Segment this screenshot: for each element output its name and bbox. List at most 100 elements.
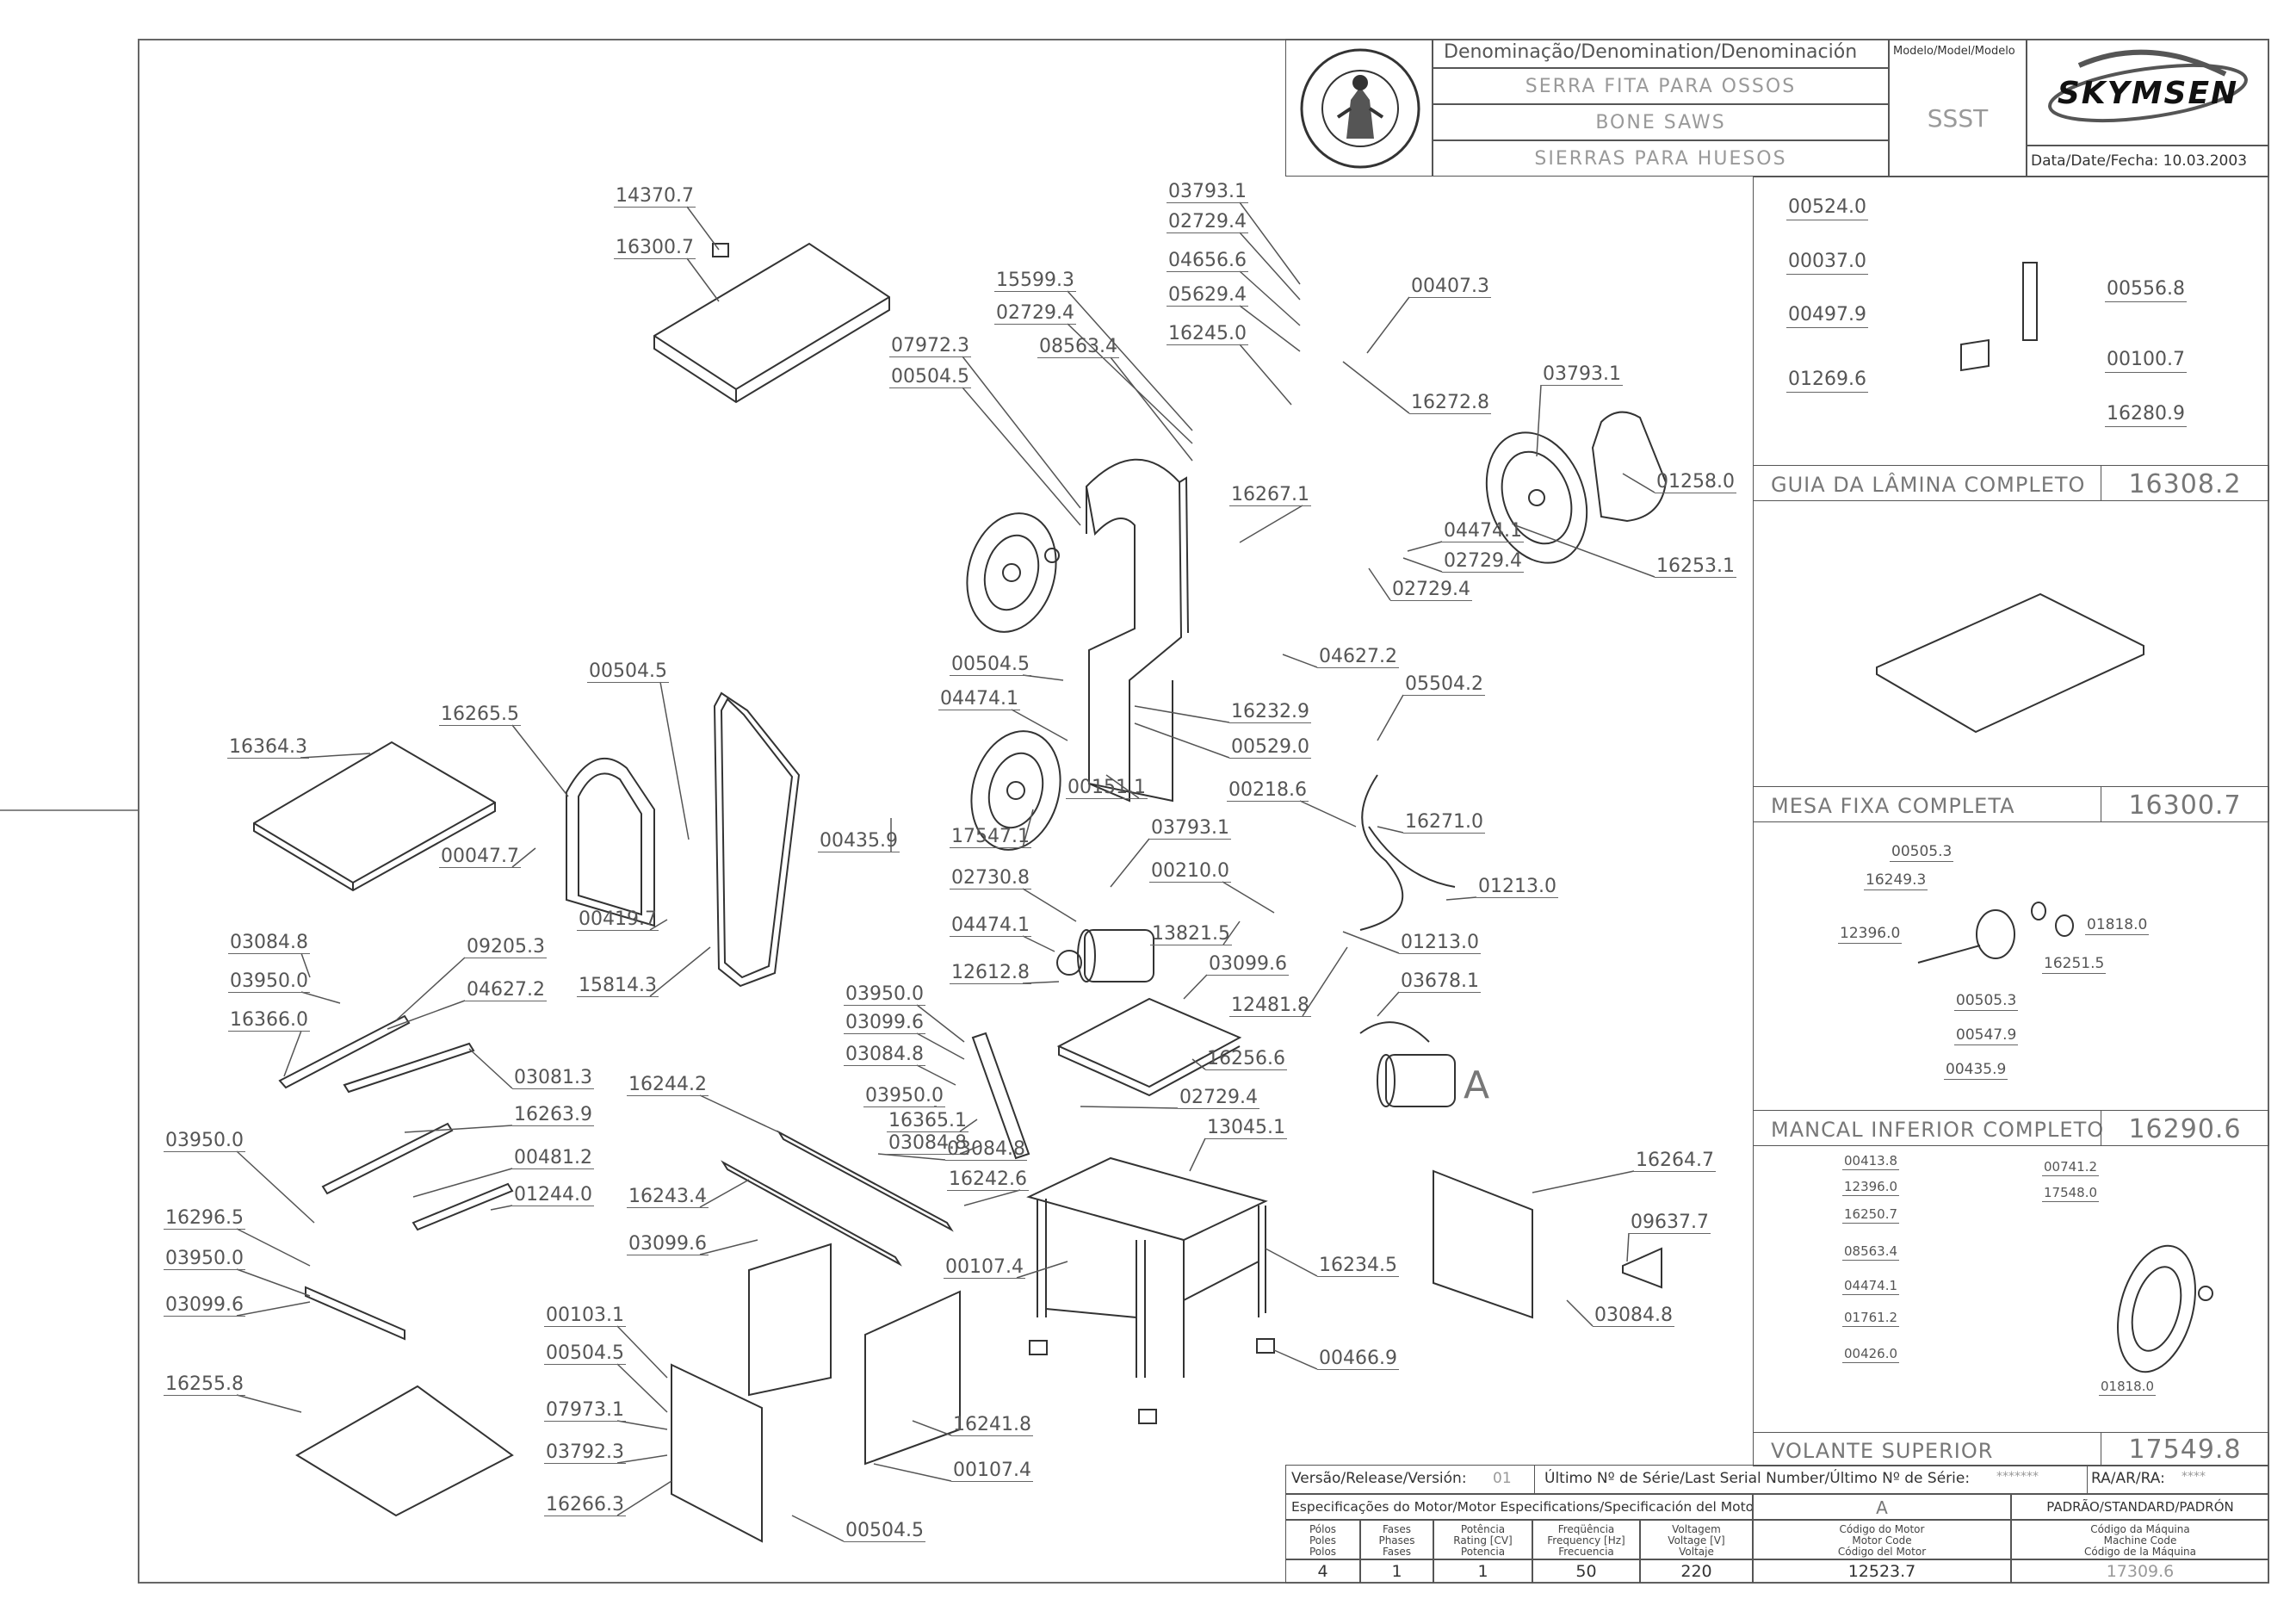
part-callout: 00103.1 (544, 1305, 626, 1327)
guide-code-cell: 16308.2 (2101, 465, 2269, 501)
name-pt-cell: SERRA FITA PARA OSSOS (1433, 68, 1889, 104)
name-es-cell: SIERRAS PARA HUESOS (1433, 140, 1889, 177)
spec-header-line: Potência (1460, 1523, 1506, 1535)
callout-leader-line (1222, 882, 1274, 913)
bearing-part-callout: 00547.9 (1954, 1026, 2019, 1045)
part-callout: 16242.6 (947, 1168, 1029, 1191)
callout-leader-line (1300, 801, 1356, 827)
callout-leader-line (1023, 982, 1059, 983)
table-caption-row: MESA FIXA COMPLETA (1753, 786, 2269, 822)
feet-parts (1030, 1339, 1274, 1423)
part-callout: 00529.0 (1229, 736, 1311, 759)
part-callout: 16244.2 (627, 1074, 709, 1096)
back-panel-part (865, 1292, 960, 1464)
spec-header-line: Potencia (1460, 1546, 1506, 1558)
date-label: Data/Date/Fecha: (2031, 152, 2159, 170)
callout-leader-line (284, 1031, 301, 1076)
part-callout: 13821.5 (1150, 923, 1232, 945)
spec-value-cell: 1 (1433, 1559, 1532, 1584)
denomination-header: Denominação/Denomination/Denominación (1444, 41, 1858, 63)
bearing-part-callout: 00505.3 (1890, 843, 1954, 862)
callout-leader-line (700, 1180, 749, 1207)
table-code-cell: 16300.7 (2101, 786, 2269, 822)
door-part (566, 759, 654, 926)
callout-leader-line (874, 1464, 951, 1481)
part-callout: 16243.4 (627, 1186, 709, 1208)
callout-leader-line (617, 1421, 667, 1429)
spec-header-line: Código de la Máquina (2084, 1546, 2196, 1558)
part-callout: 04474.1 (938, 688, 1020, 710)
callout-leader-line (1303, 947, 1347, 1016)
spec-header-line: Código da Máquina (2090, 1523, 2190, 1535)
callout-leader-line (1377, 827, 1403, 833)
callout-leader-line (650, 920, 667, 930)
release-value: 01 (1493, 1470, 1512, 1487)
model-value: SSST (1927, 104, 1989, 133)
skymsen-logo-icon (2048, 49, 2248, 123)
part-callout: 15599.3 (994, 270, 1076, 292)
callout-leader-line (1377, 992, 1399, 1016)
part-callout: 16232.9 (1229, 701, 1311, 723)
callout-leader-line (405, 1125, 512, 1132)
callout-leader-line (1111, 357, 1192, 461)
part-callout: 04627.2 (1317, 646, 1399, 668)
spec-value-cell: 12523.7 (1753, 1559, 2011, 1584)
part-callout: 00504.5 (544, 1342, 626, 1365)
part-callout: 13045.1 (1205, 1117, 1287, 1139)
wheel-part-callout: 16250.7 (1842, 1206, 1900, 1224)
right-wheel-part (1470, 418, 1605, 577)
wheel-part-callout: 00426.0 (1842, 1346, 1900, 1363)
part-callout: 01244.0 (512, 1184, 594, 1206)
footer-release-row: Versão/Release/Versión: 01 Último Nº de … (1285, 1465, 2269, 1494)
callout-leader-line (1023, 809, 1033, 847)
spec-header-line: Código del Motor (1837, 1546, 1927, 1558)
sheet-edge-line (0, 809, 138, 811)
bearing-part-callout: 00505.3 (1954, 992, 2019, 1011)
part-callout: 03084.8 (945, 1138, 1027, 1161)
callout-leader-line (960, 1145, 981, 1154)
callout-leader-line (1068, 324, 1192, 443)
motor-marker: A (1464, 1063, 1489, 1107)
callout-leader-line (1068, 291, 1192, 431)
callout-leader-line (237, 1151, 314, 1223)
callout-leader-line (960, 1119, 977, 1131)
callout-leader-line (1111, 839, 1149, 887)
model-header: Modelo/Model/Modelo (1893, 45, 2015, 58)
electrical-box-part (749, 1244, 831, 1395)
guide-part-callout: 00037.0 (1786, 250, 1868, 275)
motor-spec-label: Especificações do Motor/Motor Especifica… (1291, 1499, 1753, 1515)
spec-header-line: Frequency [Hz] (1547, 1534, 1625, 1547)
part-callout: 16364.3 (227, 736, 309, 759)
part-callout: 03950.0 (164, 1248, 245, 1270)
wheel-caption-row: VOLANTE SUPERIOR (1753, 1432, 2269, 1466)
callout-leader-line (237, 1302, 310, 1316)
wheel-code: 17549.8 (2128, 1435, 2242, 1465)
callout-leader-line (1023, 889, 1076, 921)
spec-header-line: Voltage [V] (1668, 1534, 1725, 1547)
part-callout: 00210.0 (1149, 860, 1231, 883)
callout-leader-line (878, 1154, 945, 1160)
callout-leader-line (1532, 1171, 1634, 1193)
callout-leader-line (1190, 1138, 1205, 1171)
callout-leader-line (1343, 362, 1409, 413)
part-callout: 17547.1 (950, 826, 1031, 848)
part-callout: 16300.7 (614, 237, 696, 259)
callout-leader-line (1623, 474, 1655, 493)
part-callout: 02729.4 (1390, 579, 1472, 601)
callout-leader-line (1377, 695, 1403, 741)
part-callout: 03084.8 (1593, 1305, 1674, 1327)
spec-value-cell: 1 (1360, 1559, 1433, 1584)
part-callout: 02729.4 (1442, 550, 1524, 573)
part-callout: 16264.7 (1634, 1150, 1716, 1172)
side-panel-part (1433, 1171, 1532, 1317)
wheel-part-callout: 17548.0 (2042, 1185, 2100, 1202)
spec-header-line: Frecuencia (1558, 1546, 1614, 1558)
part-callout: 00466.9 (1317, 1348, 1399, 1370)
part-callout: 16265.5 (439, 704, 521, 726)
front-door-part (671, 1365, 762, 1541)
spec-value-cell: 17309.6 (2011, 1559, 2269, 1584)
callout-leader-line (237, 1229, 310, 1266)
stand-frame-part (1029, 1158, 1266, 1378)
drive-belt-part (1593, 412, 1666, 521)
